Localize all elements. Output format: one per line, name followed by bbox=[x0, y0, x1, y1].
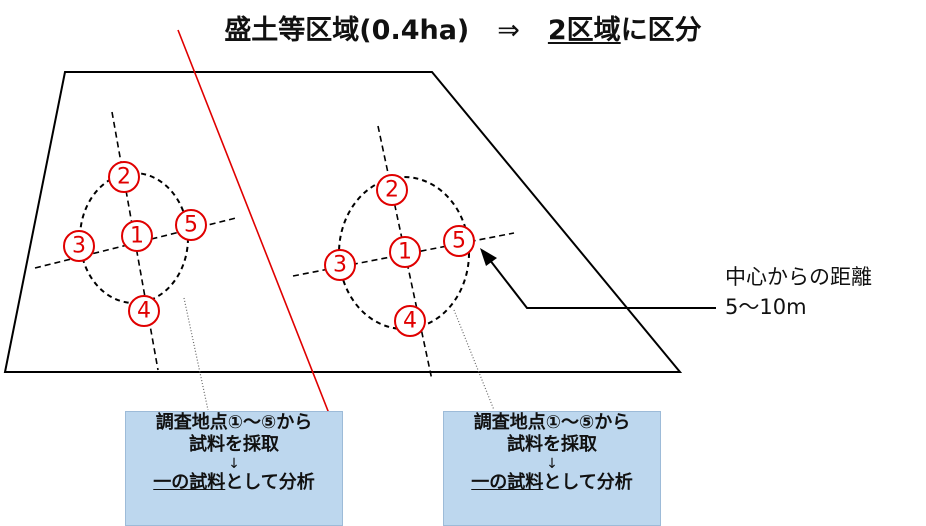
title-prefix: 盛土等区域(0.4ha) bbox=[224, 15, 470, 46]
point-label: 5 bbox=[184, 213, 198, 238]
title-underlined: 2区域 bbox=[547, 15, 621, 46]
point-circle bbox=[128, 295, 160, 327]
right-point-3: 3 bbox=[324, 249, 356, 281]
point-label: 1 bbox=[398, 240, 412, 265]
point-label: 2 bbox=[117, 165, 131, 190]
right-point-5: 5 bbox=[443, 225, 475, 257]
note-line3: 一の試料として分析 bbox=[126, 472, 342, 494]
note-line1: 調査地点①～⑤から bbox=[473, 412, 631, 433]
right-point-1: 1 bbox=[389, 236, 421, 268]
point-label: 5 bbox=[452, 229, 466, 254]
note-line2: 試料を採取 bbox=[189, 434, 279, 455]
right-point-4: 4 bbox=[394, 305, 426, 337]
point-circle bbox=[121, 220, 153, 252]
left-point-5: 5 bbox=[175, 209, 207, 241]
note-line3: 一の試料として分析 bbox=[444, 472, 660, 494]
left-leader-line bbox=[183, 297, 209, 411]
point-circle bbox=[376, 174, 408, 206]
site-boundary bbox=[3, 71, 683, 373]
distance-annotation: 中心からの距離 5～10m bbox=[725, 262, 872, 322]
note-underlined: 一の試料 bbox=[153, 472, 226, 493]
title-suffix: に区分 bbox=[620, 15, 702, 46]
point-circle bbox=[394, 305, 426, 337]
point-circle bbox=[63, 230, 95, 262]
distance-leader bbox=[485, 254, 716, 309]
down-arrow-icon: ↓ bbox=[228, 456, 240, 472]
right-leader-line bbox=[453, 309, 495, 411]
point-label: 3 bbox=[72, 234, 86, 259]
right-point-2: 2 bbox=[376, 174, 408, 206]
distance-arrowhead bbox=[480, 248, 497, 266]
point-circle bbox=[175, 209, 207, 241]
left-point-2: 2 bbox=[108, 161, 140, 193]
left-point-3: 3 bbox=[63, 230, 95, 262]
area-right: 1 2 3 4 5 bbox=[292, 125, 515, 411]
area-left: 1 2 3 4 5 bbox=[34, 111, 237, 411]
diagram-title: 盛土等区域(0.4ha) ⇒ 2区域に区分 bbox=[0, 8, 926, 47]
note-line2: 試料を採取 bbox=[507, 434, 597, 455]
left-point-1: 1 bbox=[121, 220, 153, 252]
point-label: 4 bbox=[137, 299, 151, 324]
point-circle bbox=[389, 236, 421, 268]
point-circle bbox=[108, 161, 140, 193]
point-circle bbox=[324, 249, 356, 281]
title-arrow: ⇒ bbox=[497, 15, 520, 46]
point-label: 3 bbox=[333, 253, 347, 278]
left-point-4: 4 bbox=[128, 295, 160, 327]
point-label: 4 bbox=[403, 309, 417, 334]
note-rest: として分析 bbox=[225, 472, 315, 493]
annotation-line2: 5～10m bbox=[725, 295, 807, 319]
note-line1: 調査地点①～⑤から bbox=[155, 412, 313, 433]
right-sampling-note: 調査地点①～⑤から 試料を採取 ↓ 一の試料として分析 bbox=[443, 411, 661, 526]
point-label: 2 bbox=[385, 178, 399, 203]
right-axis-vertical bbox=[377, 125, 433, 381]
point-label: 1 bbox=[130, 224, 144, 249]
down-arrow-icon: ↓ bbox=[546, 456, 558, 472]
note-rest: として分析 bbox=[543, 472, 633, 493]
left-sampling-note: 調査地点①～⑤から 試料を採取 ↓ 一の試料として分析 bbox=[125, 411, 343, 526]
annotation-line1: 中心からの距離 bbox=[725, 265, 872, 289]
divider-line bbox=[177, 29, 331, 417]
point-circle bbox=[443, 225, 475, 257]
note-underlined: 一の試料 bbox=[471, 472, 544, 493]
